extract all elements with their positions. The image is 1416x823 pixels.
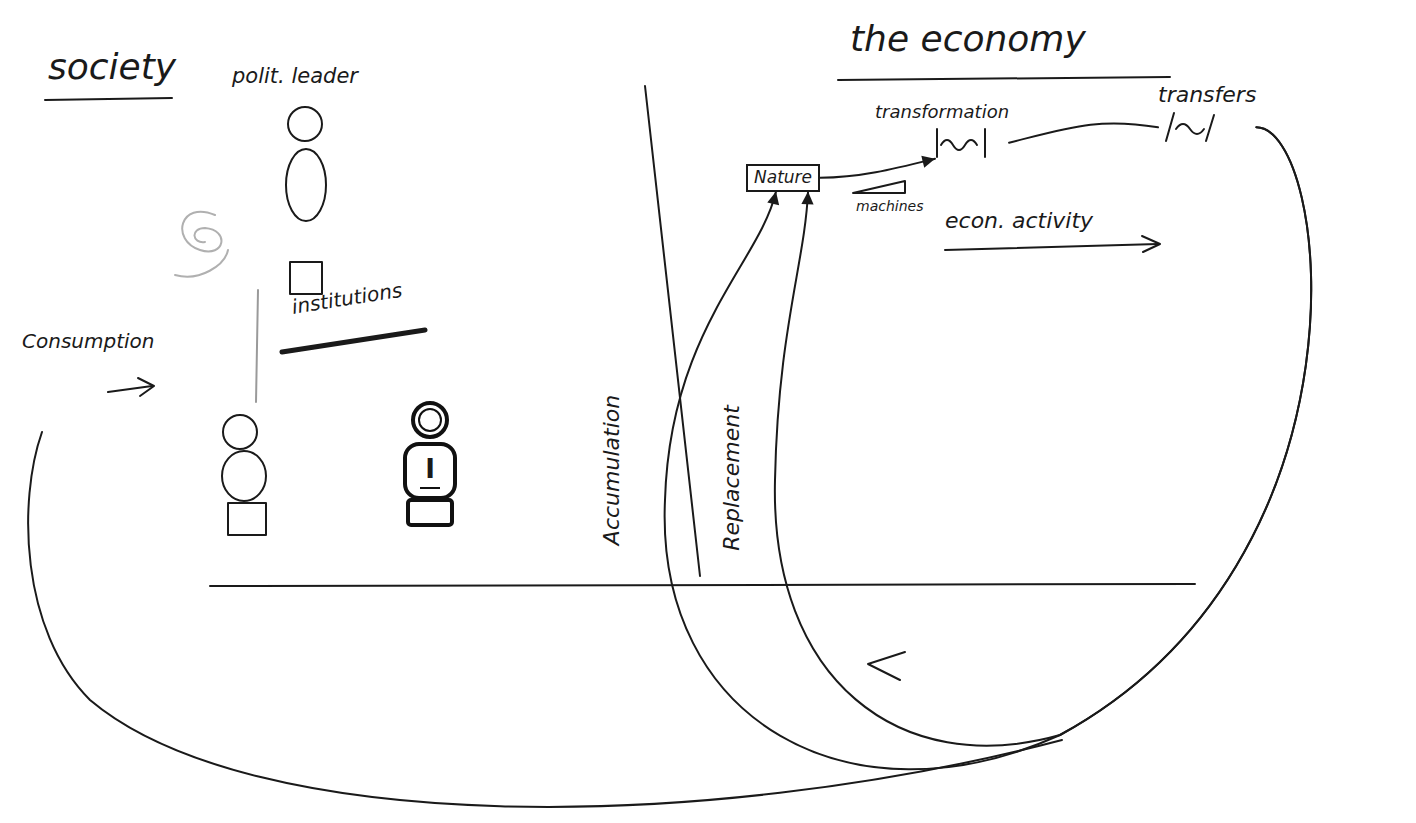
consumption-loop	[28, 432, 1062, 807]
sketch-label: society	[48, 46, 176, 87]
sketch-label: Accumulation	[599, 395, 624, 545]
stage-mark	[933, 127, 993, 159]
activity-arrow	[945, 244, 1158, 250]
node-label: transformation	[875, 102, 1009, 123]
node-label: transfers	[1158, 82, 1256, 107]
person-figure: I	[398, 398, 462, 528]
sketch-label: the economy	[850, 18, 1086, 59]
thick-underline	[282, 330, 425, 352]
title-underline	[838, 77, 1170, 80]
flow-connector	[665, 127, 1312, 769]
transformation-stage: transformation	[875, 102, 1009, 159]
sketch-label: Consumption	[22, 330, 154, 353]
arrow-head	[868, 652, 905, 680]
person-figure	[286, 107, 326, 294]
person-figure	[222, 415, 266, 535]
node-label: Nature	[754, 168, 812, 188]
divider-line	[256, 290, 258, 402]
flow-connector	[1009, 123, 1158, 142]
sketch-label: institutions	[290, 279, 404, 319]
machine-symbol	[853, 181, 905, 193]
nature-box: Nature	[746, 164, 820, 192]
scribble	[175, 212, 228, 277]
flow-connector	[820, 156, 935, 178]
arrow-head	[138, 378, 154, 396]
divider-line	[645, 86, 700, 576]
ground-line	[210, 584, 1195, 586]
flow-connector	[775, 127, 1311, 745]
title-underline	[45, 98, 172, 100]
sketch-label: polit. leader	[232, 64, 358, 88]
arrow-head	[1142, 236, 1160, 252]
sketch-label: machines	[856, 198, 923, 214]
transfer-stage: transfers	[1158, 82, 1256, 143]
sketch-label: Replacement	[719, 405, 744, 551]
stage-mark	[1162, 111, 1222, 143]
sketch-label: econ. activity	[945, 208, 1093, 233]
node-label: I	[398, 456, 462, 482]
